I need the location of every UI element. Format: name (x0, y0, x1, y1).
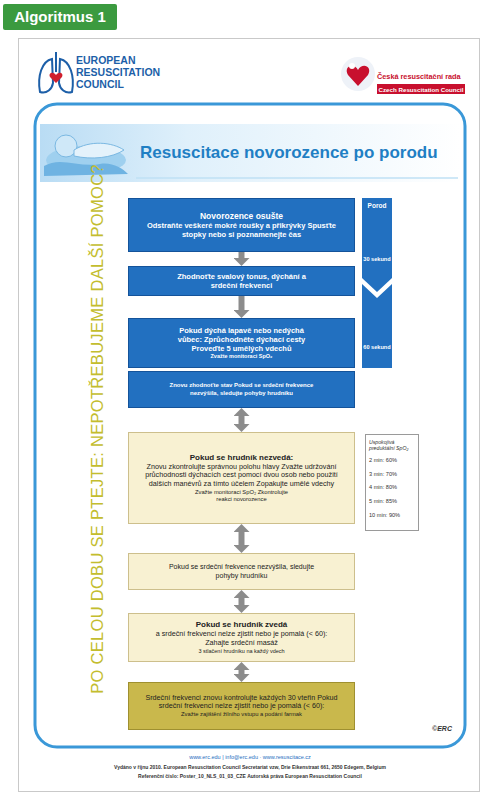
box-text: Odstraňte veškeré mokré roušky a přikrýv… (142, 221, 342, 239)
action-box: Pokud se hrudník zvedáa srdeční frekvenc… (128, 613, 355, 662)
footer-publisher: Vydáno v říjnu 2010. European Resuscitat… (30, 764, 470, 770)
box-heading: Novorozence osušte (200, 211, 283, 221)
box-text: a srdeční frekvenci nelze zjistit nebo j… (147, 630, 337, 648)
illustration-body (74, 143, 124, 158)
heart-symbol (50, 73, 63, 83)
heart-symbol (347, 66, 370, 86)
box-text: 3 min: 70% (369, 471, 397, 478)
erc-logo-text: EUROPEAN RESUSCITATION COUNCIL (76, 55, 168, 90)
flow-arrow (239, 252, 245, 258)
frame-outline (35, 104, 465, 747)
flow-arrow (239, 296, 245, 310)
box-text: 3 stlačení hrudníku na každý vdech (198, 648, 284, 655)
footer-web: www.erc.edu | info@erc.edu · www.resusci… (30, 754, 470, 760)
action-box: Srdeční frekvenci znovu kontrolujte každ… (128, 682, 355, 730)
timeline-segment (362, 284, 392, 368)
action-box: Pokud se hrudník nezvedá:Znovu zkontrolu… (128, 432, 355, 524)
box-heading: Srdeční frekvenci znovu kontrolujte každ… (135, 694, 348, 712)
process-box: Zhodnoťte svalový tonus, dýchání a srdeč… (128, 266, 355, 296)
logo-disc (341, 57, 375, 91)
box-text: Zvažte monitoraci SpO₂ Zkontrolujte reak… (192, 489, 292, 503)
logo-bar (377, 84, 465, 94)
newborn-illustration (44, 135, 128, 176)
timeline-shape (362, 198, 392, 368)
trachea-line (55, 52, 57, 72)
poster-border (19, 39, 480, 792)
poster-title: Resuscitace novorozence po porodu (140, 143, 438, 163)
crr-logo-subtext: Czech Resuscitation Council (377, 86, 465, 93)
box-text: Zvažte zajištění žilního vstupu a podání… (181, 711, 302, 718)
box-text: 2 min: 60% (369, 457, 397, 464)
timeline-segment (362, 198, 392, 292)
box-text: 60 sekund (362, 344, 392, 350)
box-heading: Pokud se srdeční frekvence nezvýšila, sl… (167, 563, 317, 580)
footer-reference: Referenční číslo: Poster_10_NLS_01_03_CZ… (30, 773, 470, 779)
erc-logo-icon (39, 52, 73, 92)
box-heading: Zhodnoťte svalový tonus, dýchání a srdeč… (172, 272, 312, 290)
flow-arrow (239, 416, 245, 424)
box-heading: Pokud se hrudník zvedá (196, 620, 288, 630)
process-box: Novorozence osušteOdstraňte veškeré mokr… (128, 198, 355, 252)
timeline-band: Porod 30 sekund 60 sekund (362, 198, 392, 368)
flow-arrow (239, 598, 245, 605)
tag-background (3, 4, 117, 30)
box-text: 10 min: 90% (369, 512, 400, 519)
box-text: 5 min: 85% (369, 498, 397, 505)
box-text: Znovu zkontrolujte správnou polohu hlavy… (135, 463, 348, 489)
illustration-hands (44, 162, 128, 176)
box-heading: Znovu zhodnoťte stav Pokud se srdeční fr… (167, 382, 317, 397)
vertical-reminder: PO CELOU DOBU SE PTEJTE: NEPOTŘEBUJEME D… (86, 159, 108, 699)
box-text: 30 sekund (362, 256, 392, 262)
process-box: Pokud dýchá lapavě nebo nedýchá vůbec: Z… (128, 318, 355, 368)
box-heading: Pokud dýchá lapavě nebo nedýchá vůbec: Z… (167, 326, 317, 353)
box-text: 4 min: 80% (369, 484, 397, 491)
copyright-mark: ©ERC (432, 725, 464, 732)
spo2-table-box: Uspokojivá preduktální SpO₂ 2 min: 60% 3 m… (365, 434, 419, 531)
box-text: Zvažte monitoraci SpO₂ (210, 353, 272, 360)
box-heading: Uspokojivá preduktální SpO₂ (369, 439, 415, 452)
box-heading: Porod (362, 202, 392, 209)
action-box: Pokud se srdeční frekvence nezvýšila, sl… (128, 553, 355, 590)
header-rule (136, 177, 458, 179)
box-heading: Pokud se hrudník nezvedá: (190, 453, 294, 463)
flow-arrow (239, 670, 245, 674)
algorithm-tag: Algoritmus 1 (3, 4, 117, 30)
flow-arrow (239, 532, 245, 545)
process-box: Znovu zhodnoťte stav Pokud se srdeční fr… (128, 371, 355, 408)
crr-logo-text: Česká resuscitační rada (377, 72, 469, 81)
logo-figure (349, 63, 355, 69)
